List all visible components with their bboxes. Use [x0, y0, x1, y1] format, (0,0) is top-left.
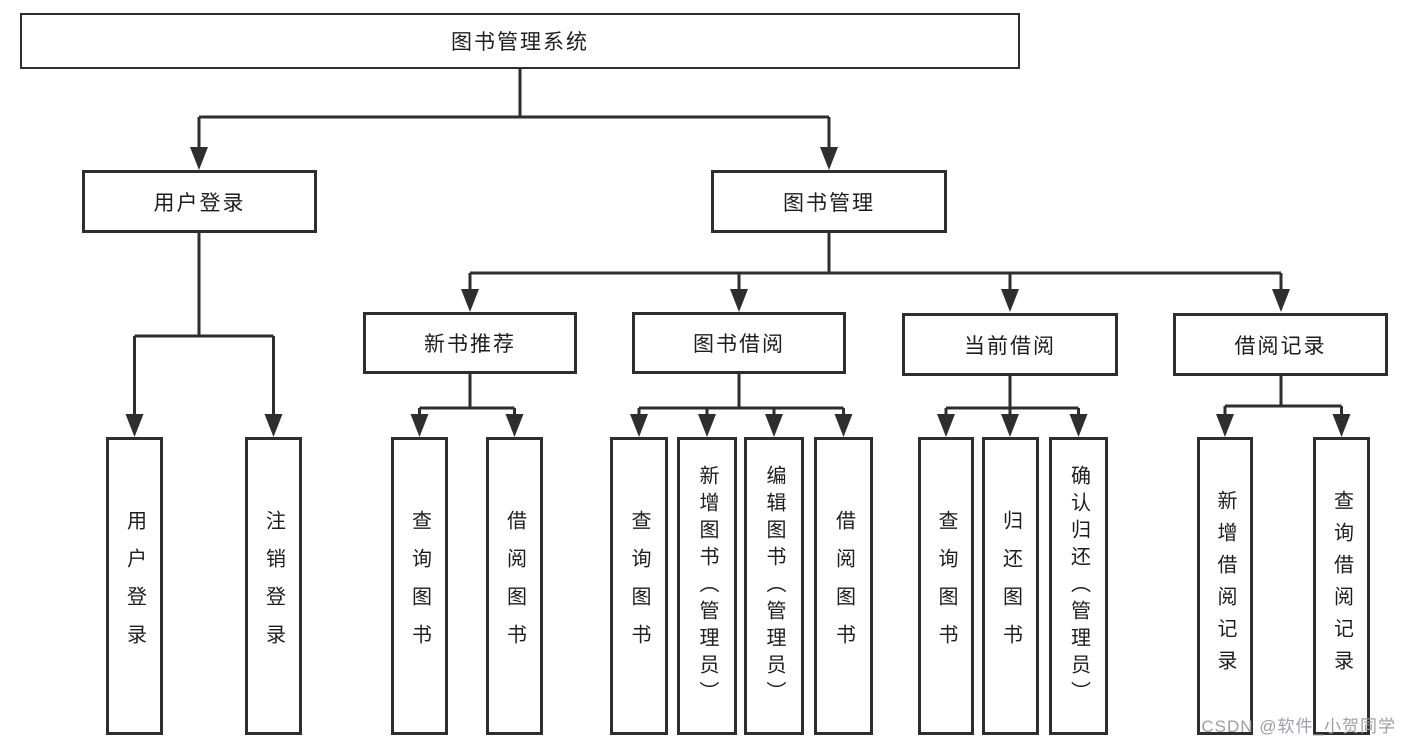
node-book-borrow: 图书借阅: [632, 312, 846, 374]
leaf-confirm-return-admin: 确认归还（管理员）: [1049, 437, 1108, 735]
node-current-borrow-label: 当前借阅: [964, 334, 1056, 358]
node-new-book-recommend: 新书推荐: [363, 312, 577, 374]
leaf-query-borrow-record: 查询借阅记录: [1313, 437, 1370, 735]
leaf-query-books-recommend: 查询图书: [391, 437, 448, 735]
node-borrow-records: 借阅记录: [1173, 313, 1388, 376]
node-root-label: 图书管理系统: [451, 31, 589, 54]
leaf-add-books-admin: 新增图书（管理员）: [677, 437, 737, 735]
leaf-user-login: 用户登录: [106, 437, 163, 735]
leaf-borrow-books-recommend: 借阅图书: [486, 437, 543, 735]
leaf-logout: 注销登录: [245, 437, 302, 735]
leaf-query-books-current: 查询图书: [918, 437, 974, 735]
leaf-return-books: 归还图书: [982, 437, 1039, 735]
node-current-borrow: 当前借阅: [902, 313, 1118, 376]
node-book-management: 图书管理: [711, 170, 947, 233]
leaf-borrow-books: 借阅图书: [814, 437, 873, 735]
node-book-borrow-label: 图书借阅: [693, 333, 785, 356]
node-root: 图书管理系统: [20, 13, 1020, 69]
node-borrow-records-label: 借阅记录: [1234, 334, 1327, 358]
watermark: CSDN @软件_小贺同学: [1201, 717, 1396, 736]
leaf-query-books-borrow: 查询图书: [610, 437, 668, 735]
node-user-login: 用户登录: [82, 170, 317, 233]
node-user-login-label: 用户登录: [153, 191, 246, 215]
leaf-edit-books-admin: 编辑图书（管理员）: [744, 437, 804, 735]
node-book-management-label: 图书管理: [783, 191, 875, 215]
node-new-book-recommend-label: 新书推荐: [424, 333, 516, 356]
leaf-add-borrow-record: 新增借阅记录: [1197, 437, 1253, 735]
